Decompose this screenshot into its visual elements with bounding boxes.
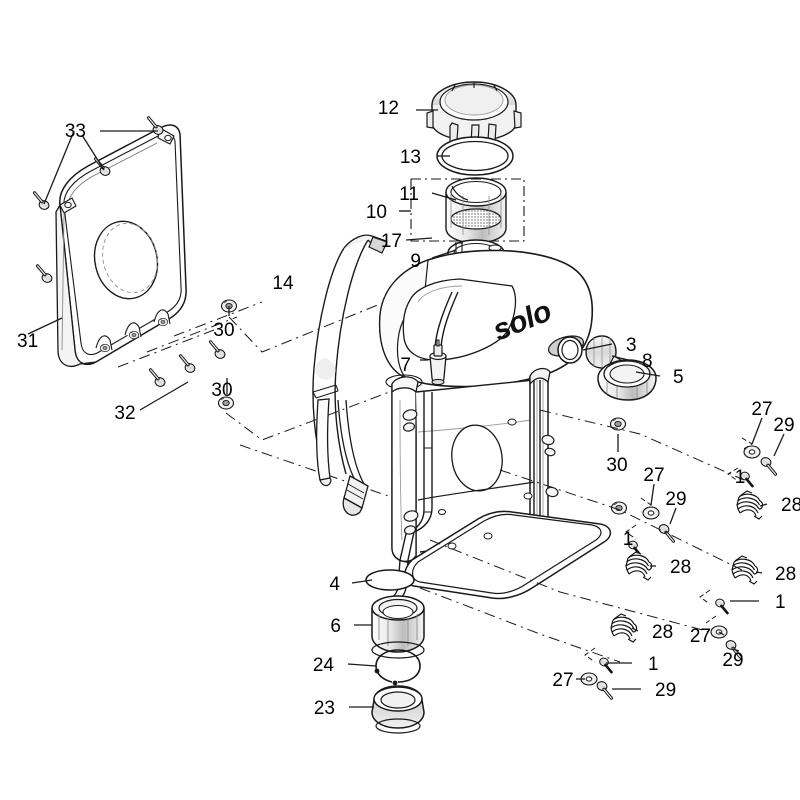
- callout-1-b: 1: [735, 467, 746, 488]
- callout-27-d: 27: [552, 670, 573, 691]
- callout-10: 10: [366, 202, 387, 223]
- retaining-ring-24: [374, 649, 421, 686]
- callout-28-b: 28: [781, 495, 800, 516]
- callout-9: 9: [410, 251, 421, 272]
- callout-31: 31: [17, 331, 38, 352]
- frame-chassis-part: [383, 367, 612, 605]
- callout-28-a: 28: [670, 557, 691, 578]
- callout-11: 11: [399, 184, 419, 205]
- outlet-nut-5: [597, 359, 657, 401]
- callout-27-b: 27: [751, 399, 772, 420]
- hardware-group-c: [699, 555, 760, 659]
- oring-4: [365, 569, 415, 591]
- callout-27-a: 27: [643, 465, 664, 486]
- assembly-axis-lines-right: [419, 409, 745, 663]
- callout-6: 6: [330, 616, 341, 637]
- callout-33: 33: [65, 121, 86, 142]
- bottom-grommet-23: [371, 685, 425, 734]
- callout-4: 4: [329, 574, 340, 595]
- callout-5: 5: [673, 367, 684, 388]
- cap-gasket-part: [436, 136, 514, 176]
- callout-14: 14: [272, 273, 294, 294]
- callout-29-b: 29: [773, 415, 794, 436]
- callout-30-c: 30: [606, 455, 627, 476]
- callout-leader-lines: [27, 109, 785, 708]
- callout-8: 8: [642, 351, 653, 372]
- callout-29-c: 29: [722, 650, 743, 671]
- callout-labels: 12 13 11 10 17 9 14 33 31 32 30 30 7 3 8…: [17, 98, 800, 719]
- callout-1-c: 1: [775, 592, 786, 613]
- callout-29-a: 29: [665, 489, 686, 510]
- bottom-parts-group: [365, 569, 425, 734]
- filter-screen-part: [445, 177, 507, 244]
- callout-30-b: 30: [211, 380, 232, 401]
- callout-7: 7: [400, 355, 411, 376]
- hardware-group-d: [580, 613, 639, 700]
- callout-12: 12: [378, 98, 399, 119]
- assembly-axis-lines: [117, 299, 401, 501]
- callout-27-c: 27: [690, 626, 711, 647]
- callout-13: 13: [400, 147, 421, 168]
- back-cover-panel-part: [55, 124, 187, 367]
- callout-23: 23: [314, 698, 335, 719]
- shoulder-strap-part: [312, 234, 388, 516]
- callout-1-a: 1: [623, 529, 634, 550]
- callout-17: 17: [381, 231, 402, 252]
- tank-cap-part: [426, 81, 522, 146]
- callout-1-d: 1: [648, 654, 659, 675]
- callout-3: 3: [626, 335, 637, 356]
- callout-28-c: 28: [775, 564, 796, 585]
- tank-body-part: solo: [378, 249, 594, 390]
- grommet-right-upper: [609, 417, 627, 431]
- outlet-parts-group: [557, 335, 657, 401]
- callout-29-d: 29: [655, 680, 676, 701]
- suction-fitting-8: [585, 335, 625, 371]
- callout-28-d: 28: [652, 622, 673, 643]
- callout-30-a: 30: [213, 320, 234, 341]
- sump-fitting-6: [371, 595, 425, 659]
- callout-32: 32: [114, 403, 135, 424]
- callout-24: 24: [313, 655, 335, 676]
